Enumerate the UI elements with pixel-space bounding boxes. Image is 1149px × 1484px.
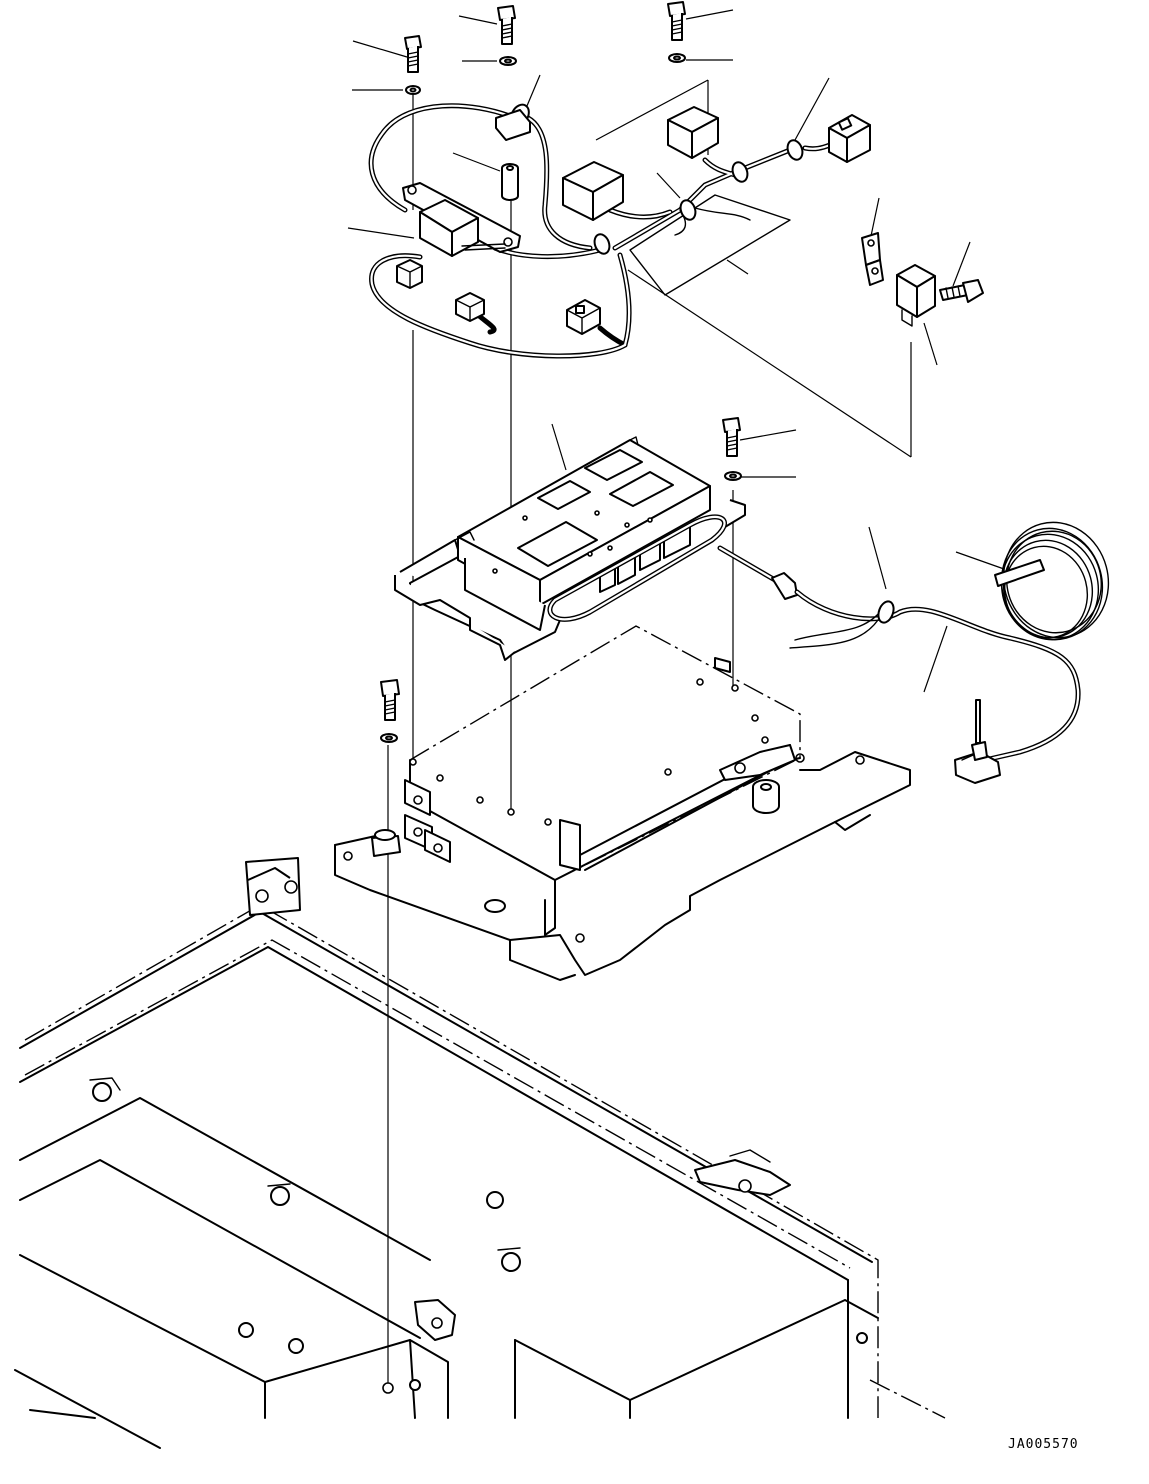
- drawing-id-label: JA005570: [1008, 1437, 1079, 1452]
- bolt-top-right: [668, 2, 685, 40]
- bolt-lower-left: [381, 680, 399, 720]
- controller-unit: [395, 437, 745, 660]
- bolt-controller: [723, 418, 740, 456]
- fasteners: [381, 2, 983, 742]
- mounting-plate: [335, 752, 910, 980]
- bolt-top-center: [498, 6, 515, 44]
- wiring-harness: [371, 101, 870, 356]
- leader-lines: [348, 10, 1004, 692]
- antenna-assembly: [720, 511, 1121, 783]
- controller-base: [405, 626, 800, 935]
- bolt-top-left: [405, 36, 421, 72]
- base-frame: [15, 858, 945, 1448]
